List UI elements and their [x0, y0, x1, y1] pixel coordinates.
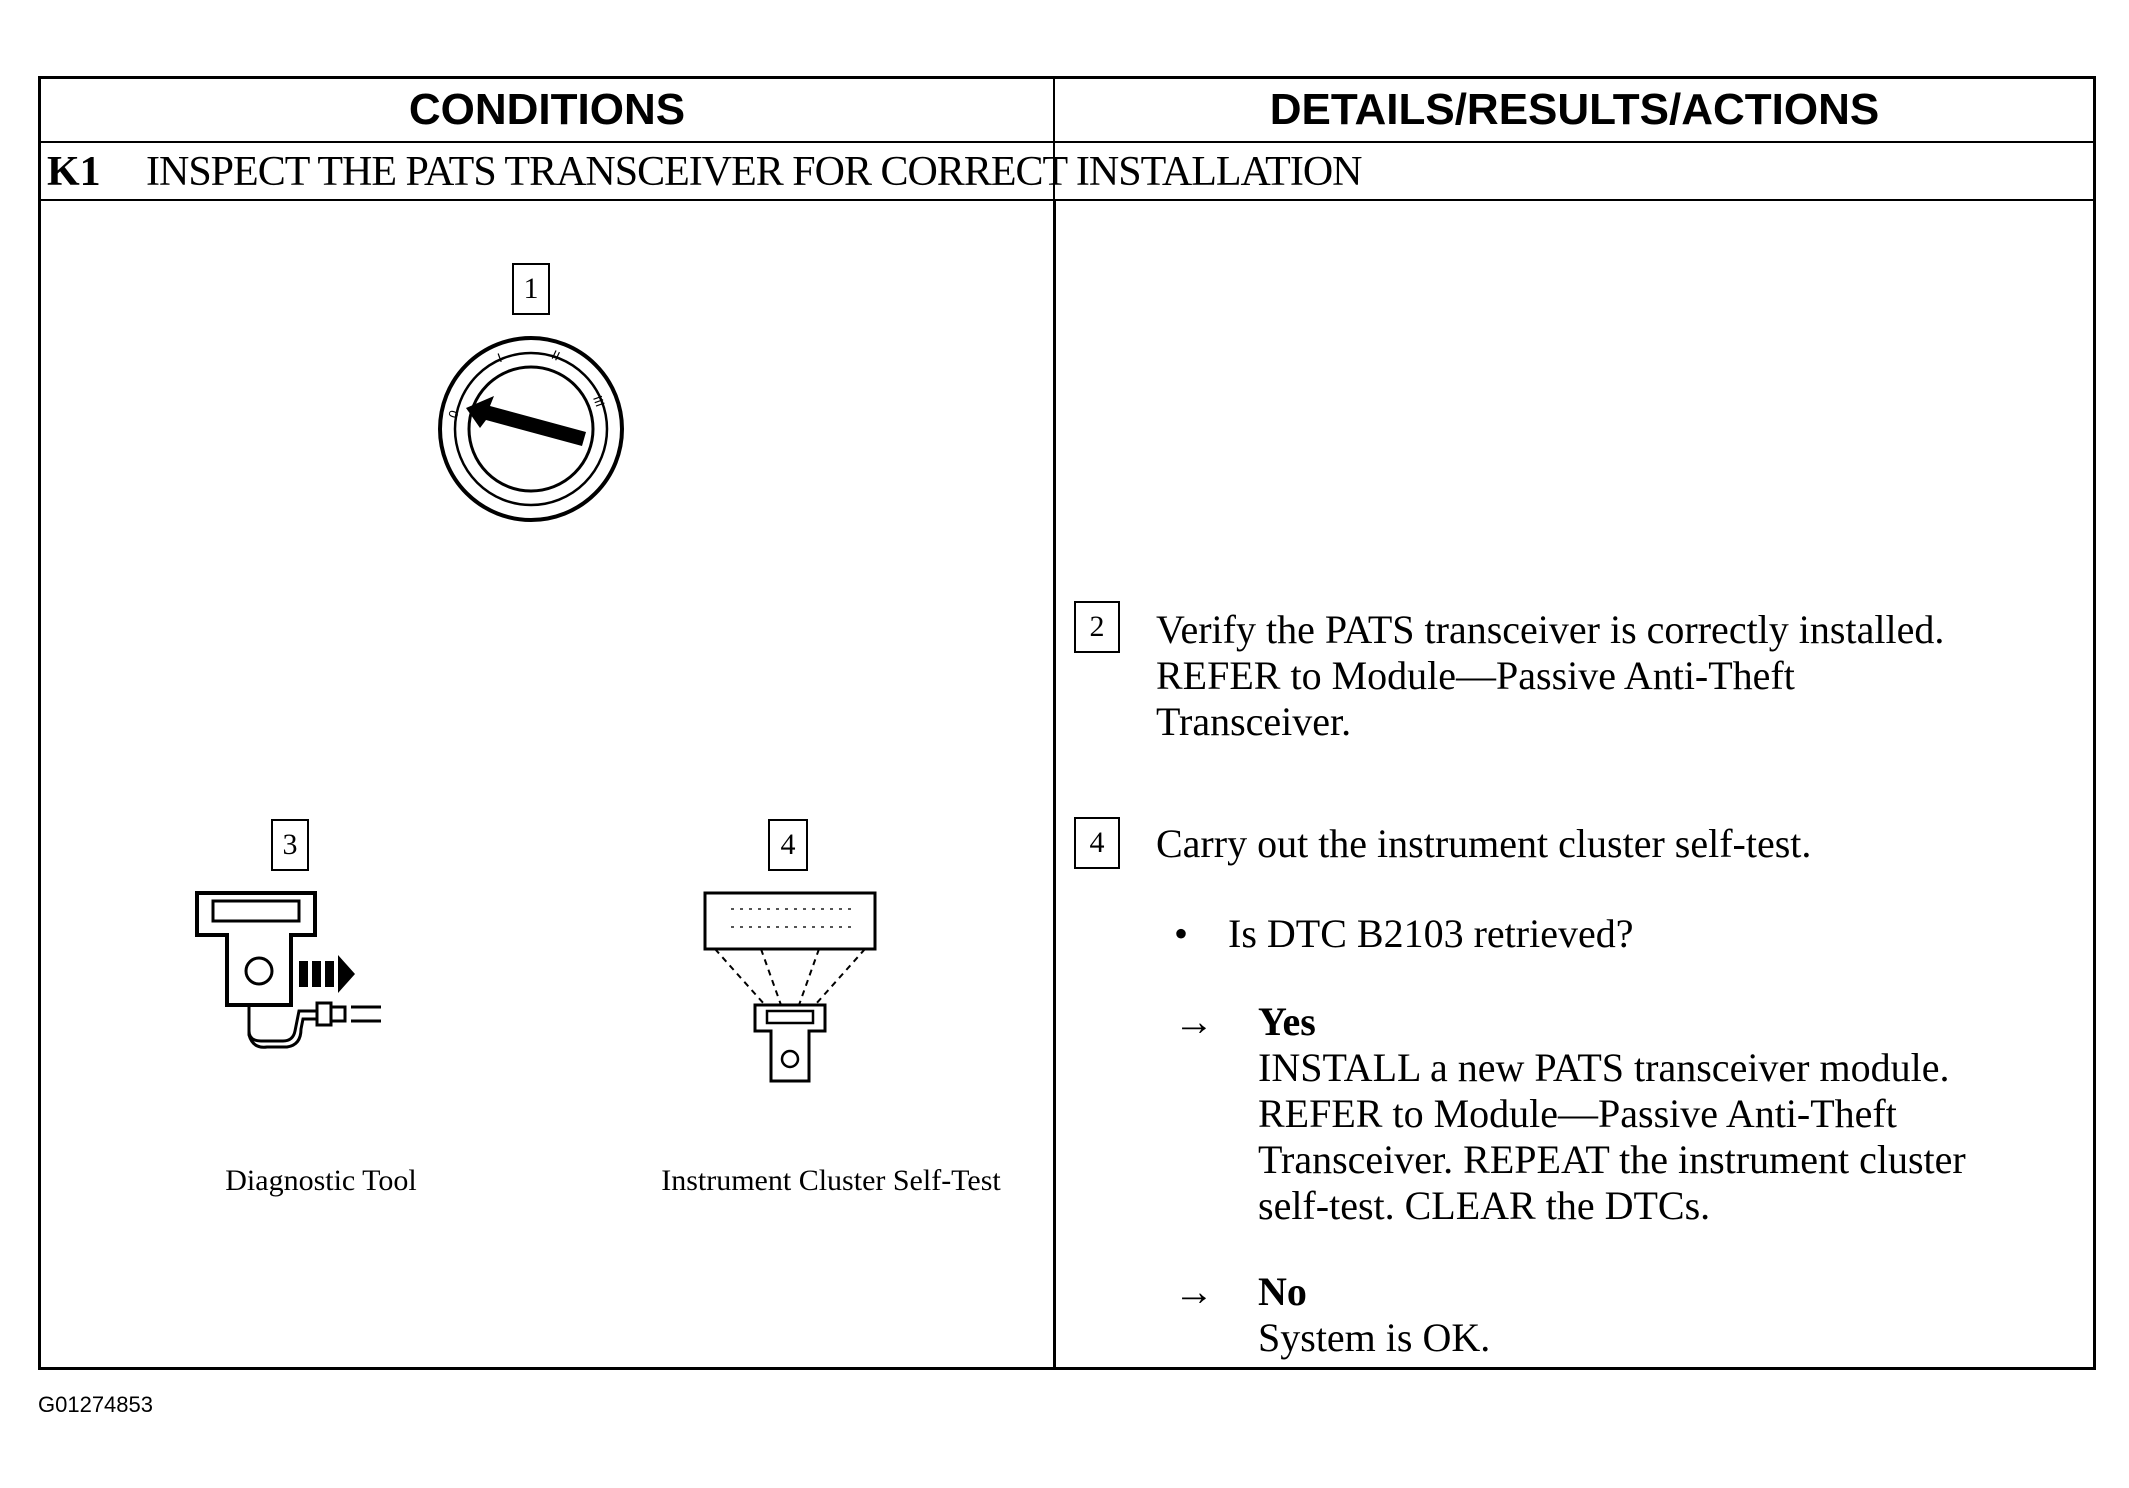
step4-question: Is DTC B2103 retrieved? [1228, 911, 1634, 956]
step2-line-3: Transceiver. [1156, 699, 1352, 744]
question-bullet: • [1174, 911, 1189, 956]
step-id: K1 [47, 149, 101, 195]
yes-label: Yes [1258, 999, 1316, 1044]
no-text: System is OK. [1258, 1315, 1491, 1360]
ignition-label-2: II [549, 347, 562, 364]
yes-line-3: Transceiver. REPEAT the instrument clust… [1258, 1137, 1966, 1182]
body-column-divider [1053, 201, 1056, 1369]
yes-line-4: self-test. CLEAR the DTCs. [1258, 1183, 1711, 1228]
no-label: No [1258, 1269, 1307, 1314]
step-title: INSPECT THE PATS TRANSCEIVER FOR CORRECT… [146, 149, 1362, 195]
instrument-cluster-icon [703, 891, 877, 1083]
callout-1: 1 [512, 263, 550, 315]
step4-instruction: Carry out the instrument cluster self-te… [1156, 821, 1812, 866]
ignition-label-1: I [495, 350, 504, 365]
title-divider [41, 199, 2093, 201]
no-arrow-icon: → [1174, 1269, 1214, 1314]
procedure-table: CONDITIONS DETAILS/RESULTS/ACTIONS K1 IN… [38, 76, 2096, 1370]
ignition-label-0: 0 [445, 408, 462, 420]
figure-id: G01274853 [38, 1392, 153, 1417]
conditions-header: CONDITIONS [408, 85, 686, 134]
callout-4-illustration: 4 [768, 819, 808, 871]
header-column-divider [1053, 79, 1055, 201]
details-header: DETAILS/RESULTS/ACTIONS [1269, 85, 1880, 134]
ignition-label-3: III [590, 394, 608, 409]
callout-3: 3 [271, 819, 309, 871]
callout-4: 4 [1074, 817, 1120, 869]
diagnostic-tool-icon [195, 891, 381, 1049]
ignition-switch-icon: 0 I II III [438, 336, 624, 522]
yes-line-1: INSTALL a new PATS transceiver module. [1258, 1045, 1950, 1090]
header-divider [41, 141, 2093, 143]
callout-2: 2 [1074, 601, 1120, 653]
step-title-row: K1 INSPECT THE PATS TRANSCEIVER FOR CORR… [41, 143, 2093, 201]
diagnostic-tool-caption: Diagnostic Tool [225, 1164, 417, 1197]
yes-arrow-icon: → [1174, 999, 1214, 1044]
step2-line-2: REFER to Module—Passive Anti-Theft [1156, 653, 1795, 698]
step2-line-1: Verify the PATS transceiver is correctly… [1156, 607, 1945, 652]
cluster-self-test-caption: Instrument Cluster Self-Test [661, 1164, 1001, 1197]
yes-line-2: REFER to Module—Passive Anti-Theft [1258, 1091, 1897, 1136]
